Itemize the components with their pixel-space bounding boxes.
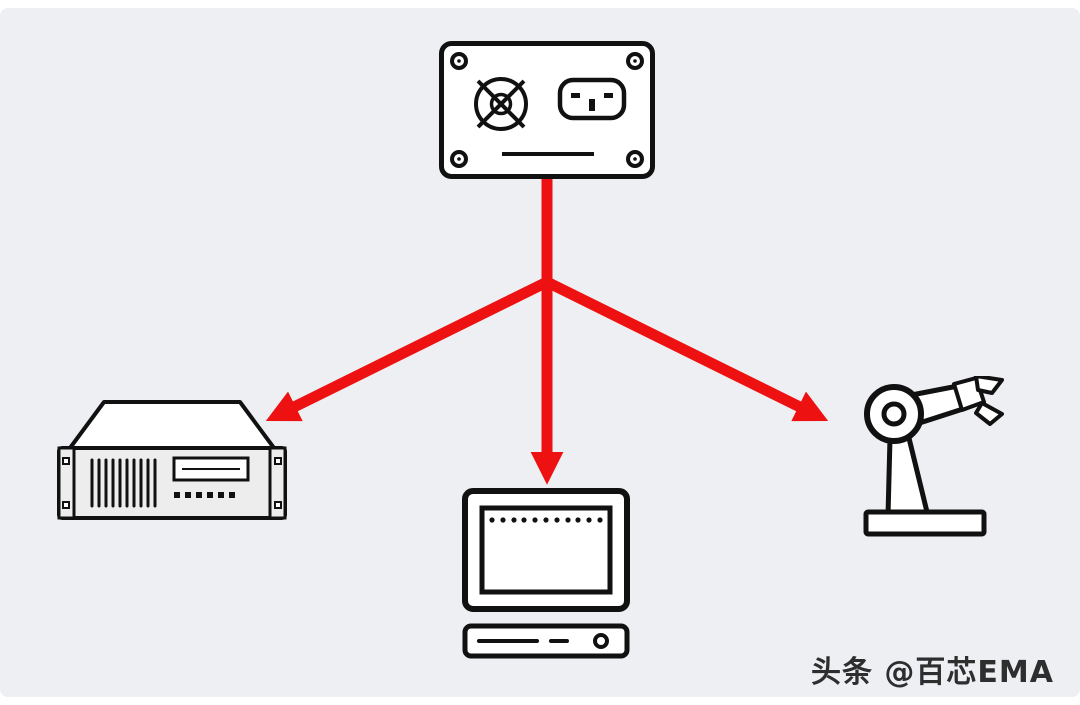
power-supply-icon [439, 41, 655, 179]
robot-gripper [952, 376, 1004, 426]
psu-corner-screws [450, 52, 644, 168]
server-drive-bay [172, 456, 250, 482]
arrow-to-robot [541, 276, 829, 422]
computer-screen-dots [489, 517, 603, 523]
server-mounting-ears [57, 446, 287, 520]
psu-power-inlet-icon [557, 77, 627, 121]
arrow-to-server [265, 276, 553, 422]
rack-server-icon [57, 400, 287, 520]
robot-arm-node [852, 376, 1004, 541]
desktop-computer-icon [462, 488, 630, 659]
server-vents [90, 458, 157, 508]
robot-arm-icon [863, 376, 1004, 537]
power-supply-node [438, 40, 656, 180]
desktop-computer-node [460, 486, 632, 660]
server-buttons [174, 492, 235, 498]
robot-base [863, 509, 987, 537]
diagram-canvas: 头条 @百芯EMA [0, 8, 1080, 697]
psu-fan-icon [474, 77, 528, 131]
computer-base-unit [462, 623, 630, 659]
watermark-text: 头条 @百芯EMA [810, 655, 1054, 690]
rack-server-node [56, 398, 288, 534]
robot-lower-arm [885, 431, 931, 519]
